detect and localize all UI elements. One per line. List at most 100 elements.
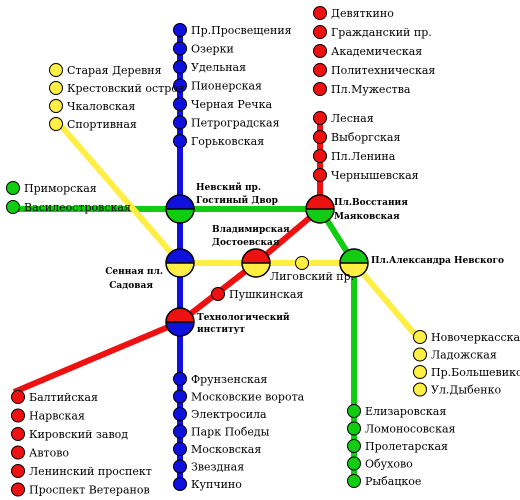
station-blue-south-6-label: Купчино xyxy=(191,478,242,491)
station-blue-north-6-label: Горьковская xyxy=(191,135,264,148)
transfer-sennaya-label-2: Садовая xyxy=(109,281,153,291)
station-green-south-2[interactable] xyxy=(347,439,361,453)
transfer-sennaya[interactable] xyxy=(165,248,195,278)
transfer-nevskogo-label: Пл.Александра Невского xyxy=(371,256,504,266)
station-red-center-2[interactable] xyxy=(313,149,327,163)
station-blue-north-4-label: Черная Речка xyxy=(191,98,272,111)
station-blue-north-4[interactable] xyxy=(173,97,187,111)
station-red-center-3[interactable] xyxy=(313,168,327,182)
station-blue-south-2[interactable] xyxy=(173,407,187,421)
station-orange-north-3[interactable] xyxy=(49,117,63,131)
station-green-west-0[interactable] xyxy=(6,181,20,195)
station-blue-south-3-label: Парк Победы xyxy=(191,426,270,439)
transfer-vosstaniya-label-2: Маяковская xyxy=(334,212,400,222)
station-blue-north-2[interactable] xyxy=(173,60,187,74)
transfer-tekhnolog[interactable] xyxy=(165,307,195,337)
station-orange-north-0[interactable] xyxy=(49,63,63,77)
station-red-north-2[interactable] xyxy=(313,44,327,58)
station-red-north-4-label: Пл.Мужества xyxy=(331,83,411,96)
station-green-south-0-label: Елизаровская xyxy=(365,405,446,418)
station-green-south-1[interactable] xyxy=(347,421,361,436)
station-red-center-0[interactable] xyxy=(313,111,327,125)
station-green-west-0-label: Приморская xyxy=(24,182,97,195)
station-layer xyxy=(6,6,427,497)
station-orange-east-1[interactable] xyxy=(413,347,427,362)
station-blue-south-4[interactable] xyxy=(173,442,187,456)
station-green-south-3[interactable] xyxy=(347,456,361,471)
station-blue-north-1[interactable] xyxy=(173,41,187,56)
station-green-south-3-label: Обухово xyxy=(365,458,413,471)
station-blue-north-6[interactable] xyxy=(173,134,187,148)
station-green-south-0[interactable] xyxy=(347,404,361,418)
transfer-nevsky-label-2: Гостиный Двор xyxy=(196,195,278,206)
station-blue-north-3-label: Пионерская xyxy=(191,80,262,93)
transfer-layer xyxy=(165,194,369,337)
station-blue-south-5-label: Звездная xyxy=(191,461,244,474)
station-red-south-3[interactable] xyxy=(11,445,25,460)
station-orange-east-0-label: Новочеркасская xyxy=(431,331,520,344)
station-blue-south-5[interactable] xyxy=(173,459,187,474)
station-green-south-4[interactable] xyxy=(347,474,361,488)
station-pushkinskaya[interactable] xyxy=(211,287,225,301)
station-red-north-1[interactable] xyxy=(313,25,327,39)
station-red-center-1-label: Выборгская xyxy=(331,131,400,144)
station-green-south-1-label: Ломоносовская xyxy=(365,423,456,436)
station-red-north-4[interactable] xyxy=(313,82,327,96)
station-orange-north-3-label: Спортивная xyxy=(67,118,137,131)
station-red-north-1-label: Гражданский пр. xyxy=(331,26,432,39)
station-red-south-1-label: Нарвская xyxy=(29,410,85,423)
station-green-south-2-label: Пролетарская xyxy=(365,440,448,453)
station-red-south-4[interactable] xyxy=(11,464,25,478)
station-blue-south-6[interactable] xyxy=(173,477,187,491)
station-orange-north-1[interactable] xyxy=(49,81,63,95)
station-blue-north-0[interactable] xyxy=(173,23,187,37)
station-red-center-0-label: Лесная xyxy=(331,112,374,125)
station-green-west-1[interactable] xyxy=(6,200,20,214)
orange-line-north-track xyxy=(53,118,183,265)
station-red-north-0[interactable] xyxy=(313,6,327,20)
station-red-center-3-label: Чернышевская xyxy=(331,169,419,182)
transfer-vladimirskaya-label-1: Владимирская xyxy=(212,225,290,235)
station-orange-north-2[interactable] xyxy=(49,99,63,113)
station-blue-north-2-label: Удельная xyxy=(191,61,246,74)
station-red-north-3[interactable] xyxy=(313,63,327,77)
station-orange-north-0-label: Старая Деревня xyxy=(67,64,162,77)
station-orange-east-2[interactable] xyxy=(413,365,427,379)
station-orange-east-2-label: Пр.Большевиков xyxy=(431,366,520,379)
red-line-south-track xyxy=(12,319,182,395)
transfer-vladimirskaya-label-2: Достоевская xyxy=(212,238,280,248)
transfer-tekhnolog-label-1: Технологический xyxy=(197,312,290,323)
transfer-vladimirskaya[interactable] xyxy=(241,248,271,278)
station-green-west-1-label: Василеостровская xyxy=(24,201,131,214)
station-red-south-1[interactable] xyxy=(11,408,25,423)
station-blue-south-3[interactable] xyxy=(173,424,187,439)
station-blue-north-5-label: Петроградская xyxy=(191,117,280,130)
transfer-nevskogo[interactable] xyxy=(339,248,369,278)
station-red-south-5[interactable] xyxy=(11,482,25,497)
transfer-vosstaniya[interactable] xyxy=(305,194,335,224)
station-blue-north-0-label: Пр.Просвещения xyxy=(191,24,292,37)
station-blue-south-0-label: Фрунзенская xyxy=(191,373,267,386)
station-ligovsky-label: Лиговский пр. xyxy=(270,270,354,283)
station-orange-east-0[interactable] xyxy=(413,330,427,344)
station-red-south-0[interactable] xyxy=(11,390,25,404)
station-orange-east-1-label: Ладожская xyxy=(431,349,497,362)
station-ligovsky[interactable] xyxy=(295,256,309,270)
station-blue-north-5[interactable] xyxy=(173,115,187,130)
station-blue-north-3[interactable] xyxy=(173,78,187,93)
transfer-tekhnolog-label-2: институт xyxy=(197,325,245,335)
station-orange-east-3[interactable] xyxy=(413,382,427,397)
station-red-south-4-label: Ленинский проспект xyxy=(29,465,152,478)
transfer-nevsky[interactable] xyxy=(165,194,195,224)
station-red-south-2-label: Кировский завод xyxy=(29,428,128,441)
station-red-center-2-label: Пл.Ленина xyxy=(331,150,396,163)
station-blue-south-0[interactable] xyxy=(173,372,187,386)
station-green-south-4-label: Рыбацкое xyxy=(365,475,421,488)
station-orange-north-1-label: Крестовский остров xyxy=(67,82,184,95)
station-blue-south-1[interactable] xyxy=(173,389,187,404)
station-red-south-2[interactable] xyxy=(11,427,25,441)
station-red-center-1[interactable] xyxy=(313,130,327,144)
station-red-north-2-label: Академическая xyxy=(331,45,422,58)
